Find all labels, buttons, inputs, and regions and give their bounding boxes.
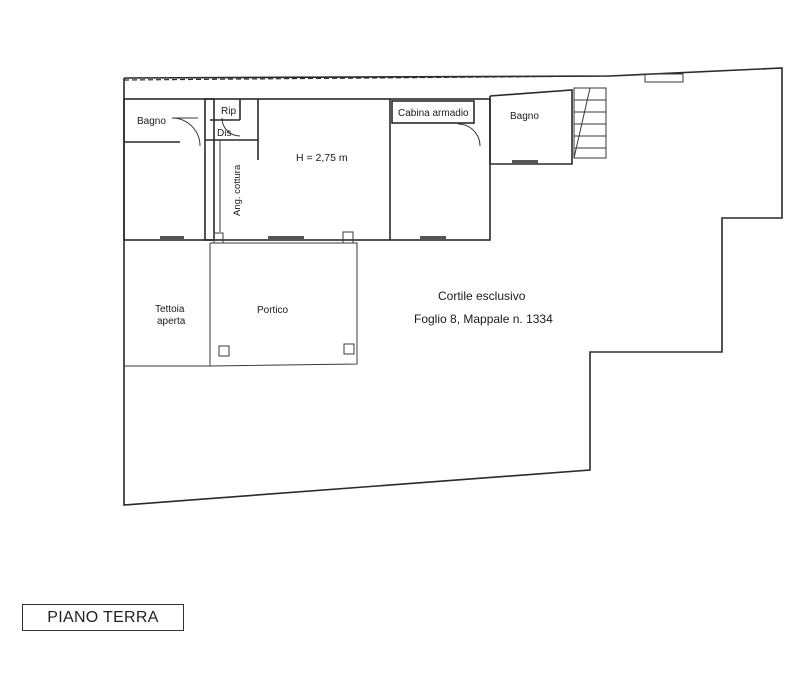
room-label-aperta: aperta (157, 316, 186, 327)
bathroom-east-wall (489, 89, 573, 165)
pillar-portico-2 (343, 343, 355, 355)
pillar-portico-1 (218, 345, 230, 357)
room-label-bagno-left: Bagno (137, 116, 166, 127)
room-label-portico: Portico (257, 305, 289, 316)
window-south-3 (420, 236, 446, 240)
room-label-bagno-right: Bagno (510, 111, 539, 122)
window-south-1 (160, 236, 184, 240)
lot-marker (644, 73, 684, 83)
pillar-south-2 (342, 231, 354, 244)
room-label-tettoia: Tettoia (155, 304, 185, 315)
lot-top-dashed (123, 75, 611, 81)
lot-boundary (123, 67, 783, 506)
pillar-south-1 (213, 232, 224, 244)
window-bathroom-east (512, 160, 538, 164)
door-arc-cabina (457, 123, 481, 147)
room-label-cabina-armadio: Cabina armadio (398, 108, 469, 119)
room-label-ang-cottura: Ang. cottura (232, 164, 243, 216)
door-arc-dis (221, 117, 241, 137)
building-central-wall (204, 98, 491, 241)
window-south-2 (268, 236, 304, 240)
room-label-height: H = 2,75 m (296, 152, 348, 164)
cabina-armadio-box (391, 100, 475, 124)
room-label-rip: Rip (221, 106, 236, 117)
room-label-dis: Dis (217, 128, 231, 139)
stair-diagonal (573, 87, 591, 159)
courtyard-cadastral-ref: Foglio 8, Mappale n. 1334 (414, 312, 553, 326)
courtyard-label: Cortile esclusivo (438, 289, 526, 303)
portico-outline (209, 242, 358, 367)
floor-label: PIANO TERRA (22, 604, 184, 631)
